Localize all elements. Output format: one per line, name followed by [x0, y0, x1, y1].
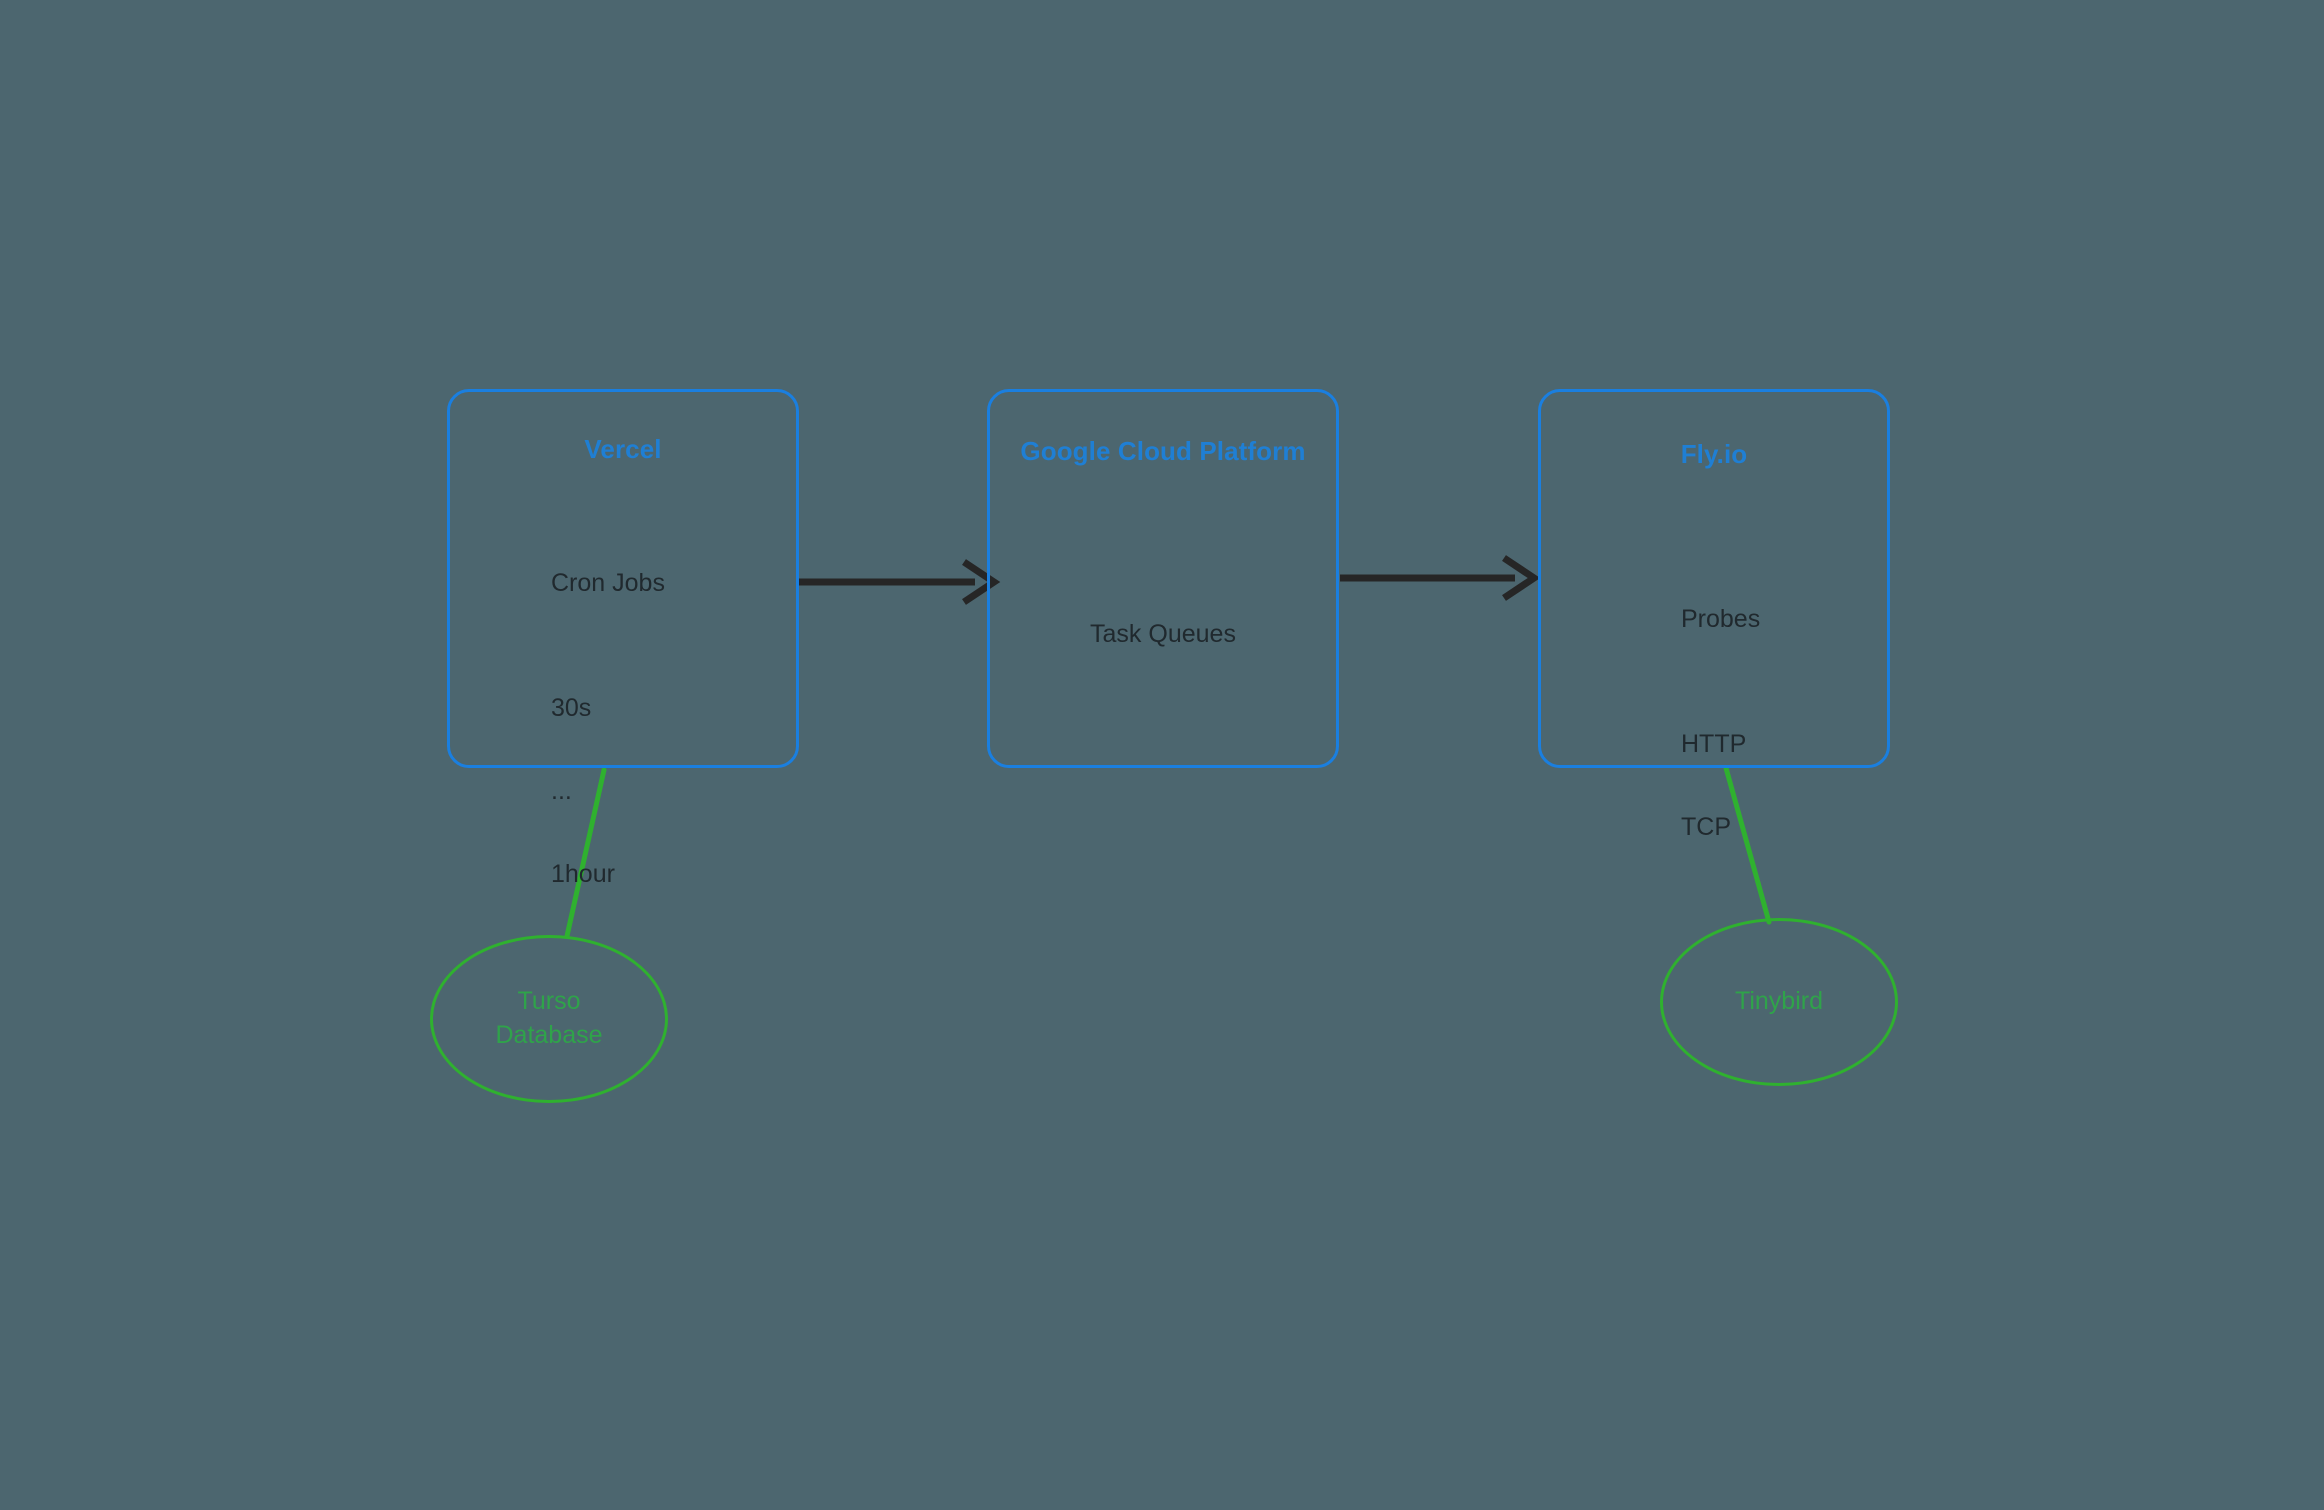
vercel-line-cron-jobs: Cron Jobs [551, 569, 665, 597]
service-node-vercel-body: Cron Jobs 30s ... 1hour [551, 496, 665, 962]
datastore-node-tinybird-label: Tinybird [1735, 987, 1823, 1016]
service-node-gcp-body: Task Queues [990, 572, 1336, 697]
service-node-flyio-title: Fly.io [1680, 439, 1748, 469]
vercel-line-ellipsis: ... [551, 777, 572, 805]
vercel-line-interval-max: 1hour [551, 860, 615, 888]
vercel-line-interval-min: 30s [551, 694, 592, 722]
datastore-node-turso[interactable]: Turso Database [430, 935, 668, 1103]
edge-vercel-to-gcp [796, 559, 1001, 605]
service-node-gcp[interactable]: Google Cloud Platform Task Queues [987, 389, 1339, 768]
flyio-line-http: HTTP [1681, 730, 1747, 758]
service-node-gcp-title: Google Cloud Platform [1020, 436, 1306, 466]
service-node-flyio-body: Probes HTTP TCP [1681, 532, 1760, 915]
edge-gcp-to-flyio [1340, 555, 1541, 601]
gcp-line-task-queues: Task Queues [1090, 620, 1236, 648]
flyio-line-probes: Probes [1681, 605, 1761, 633]
datastore-node-tinybird[interactable]: Tinybird [1660, 918, 1898, 1086]
flyio-line-tcp: TCP [1681, 813, 1731, 841]
datastore-node-turso-label: Turso Database [495, 987, 603, 1049]
service-node-vercel[interactable]: Vercel Cron Jobs 30s ... 1hour [447, 389, 799, 887]
service-node-vercel-title: Vercel [584, 434, 662, 464]
service-node-flyio[interactable]: Fly.io Probes HTTP TCP [1538, 389, 1890, 840]
